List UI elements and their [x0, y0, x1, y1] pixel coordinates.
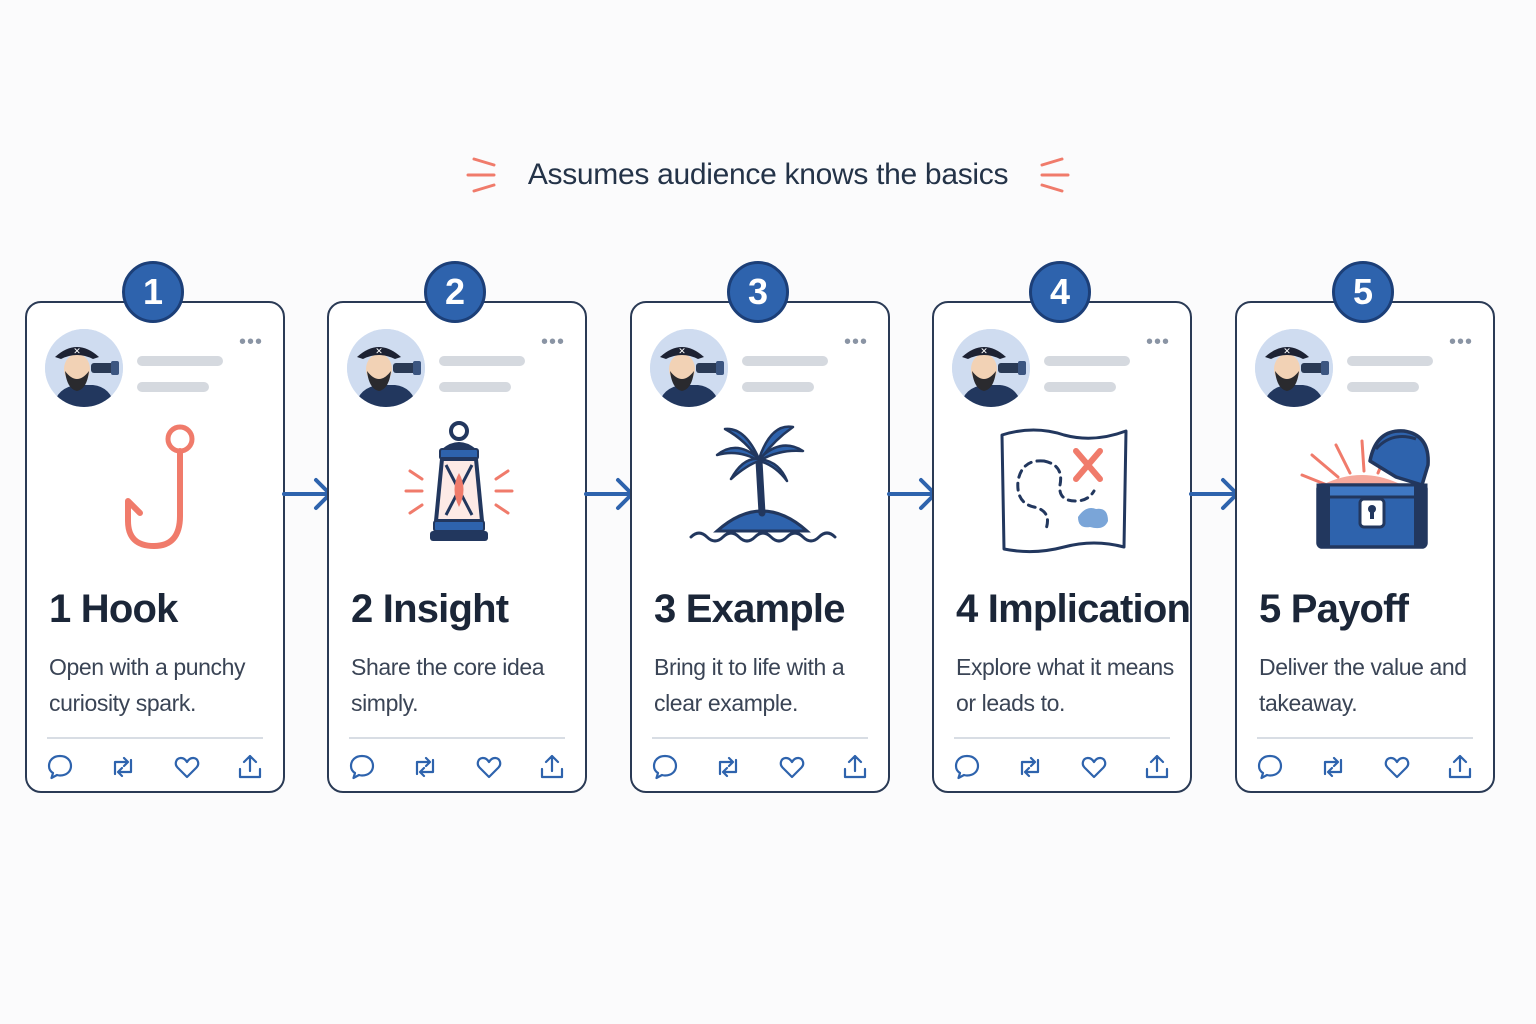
step-description: Explore what it means or leads to. — [956, 654, 1174, 716]
hook-icon — [125, 424, 195, 549]
step-description: Deliver the value and takeaway. — [1259, 654, 1467, 716]
divider — [652, 737, 868, 739]
handle-placeholder — [137, 382, 209, 392]
avatar: ✕ — [1255, 329, 1333, 407]
more-options-icon[interactable]: ••• — [843, 331, 868, 353]
audience-banner: Assumes audience knows the basics — [0, 140, 1536, 210]
svg-text:✕: ✕ — [375, 347, 383, 357]
step-number-badge: 2 — [424, 261, 486, 323]
name-placeholder — [1044, 356, 1130, 366]
banner-text: Assumes audience knows the basics — [527, 158, 1009, 191]
handle-placeholder — [742, 382, 814, 392]
lantern-icon — [404, 421, 514, 541]
step-card-insight: 2 ✕ ••• 2 Insight Share the core id — [327, 261, 587, 793]
share-icon[interactable] — [1142, 752, 1172, 782]
avatar: ✕ — [952, 329, 1030, 407]
like-icon[interactable] — [1382, 752, 1412, 782]
more-options-icon[interactable]: ••• — [540, 331, 565, 353]
more-options-icon[interactable]: ••• — [1145, 331, 1170, 353]
avatar: ✕ — [347, 329, 425, 407]
more-options-icon[interactable]: ••• — [1448, 331, 1473, 353]
reply-icon[interactable] — [952, 752, 982, 782]
step-description: Share the core idea simply. — [351, 654, 545, 716]
name-placeholder — [742, 356, 828, 366]
step-card-example: 3 ✕ ••• 3 Example Bring it to life with … — [630, 261, 890, 793]
step-description: Bring it to life with a clear example. — [654, 654, 845, 716]
step-number-badge: 4 — [1029, 261, 1091, 323]
svg-text:✕: ✕ — [678, 347, 686, 357]
post-actions — [650, 751, 870, 783]
treasure-map-icon — [1000, 428, 1128, 554]
share-icon[interactable] — [1445, 752, 1475, 782]
svg-text:✕: ✕ — [73, 347, 81, 357]
step-number-badge: 1 — [122, 261, 184, 323]
step-number-badge: 3 — [727, 261, 789, 323]
share-icon[interactable] — [235, 752, 265, 782]
step-card-hook: 1 ✕ ••• 1 Hook Open with a punchy curios… — [25, 261, 285, 793]
svg-text:✕: ✕ — [1283, 347, 1291, 357]
divider — [954, 737, 1170, 739]
repost-icon[interactable] — [108, 752, 138, 782]
more-options-icon[interactable]: ••• — [238, 331, 263, 353]
step-number-badge: 5 — [1332, 261, 1394, 323]
svg-text:✕: ✕ — [980, 347, 988, 357]
handle-placeholder — [1044, 382, 1116, 392]
treasure-chest-icon — [1300, 429, 1430, 549]
divider — [349, 737, 565, 739]
share-icon[interactable] — [840, 752, 870, 782]
divider — [47, 737, 263, 739]
reply-icon[interactable] — [347, 752, 377, 782]
repost-icon[interactable] — [713, 752, 743, 782]
step-title: 4 Implication — [956, 587, 1191, 631]
handle-placeholder — [439, 382, 511, 392]
step-description: Open with a punchy curiosity spark. — [49, 654, 246, 716]
step-title: 1 Hook — [49, 587, 178, 631]
post-actions — [347, 751, 567, 783]
step-card-payoff: 5 ✕ ••• 5 Payoff Deliver the v — [1235, 261, 1495, 793]
step-card-implication: 4 ✕ ••• 4 Implication Explore what it me… — [932, 261, 1192, 793]
handle-placeholder — [1347, 382, 1419, 392]
post-actions — [45, 751, 265, 783]
repost-icon[interactable] — [1015, 752, 1045, 782]
like-icon[interactable] — [1079, 752, 1109, 782]
reply-icon[interactable] — [45, 752, 75, 782]
avatar: ✕ — [45, 329, 123, 407]
step-title: 5 Payoff — [1259, 587, 1409, 631]
reply-icon[interactable] — [1255, 752, 1285, 782]
spark-left-icon — [466, 157, 496, 193]
name-placeholder — [439, 356, 525, 366]
post-actions — [1255, 751, 1475, 783]
divider — [1257, 737, 1473, 739]
step-title: 2 Insight — [351, 587, 509, 631]
like-icon[interactable] — [172, 752, 202, 782]
repost-icon[interactable] — [410, 752, 440, 782]
island-icon — [689, 425, 837, 543]
avatar: ✕ — [650, 329, 728, 407]
name-placeholder — [1347, 356, 1433, 366]
reply-icon[interactable] — [650, 752, 680, 782]
share-icon[interactable] — [537, 752, 567, 782]
name-placeholder — [137, 356, 223, 366]
post-actions — [952, 751, 1172, 783]
repost-icon[interactable] — [1318, 752, 1348, 782]
like-icon[interactable] — [474, 752, 504, 782]
like-icon[interactable] — [777, 752, 807, 782]
step-title: 3 Example — [654, 587, 846, 631]
spark-right-icon — [1040, 157, 1070, 193]
